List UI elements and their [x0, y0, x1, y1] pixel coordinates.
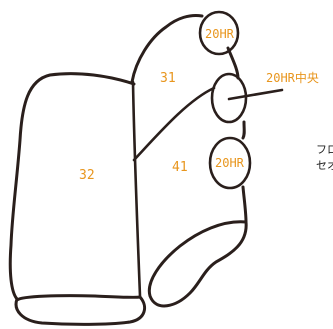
toe-outline: [147, 220, 248, 308]
zone-label-32: 32: [79, 168, 95, 183]
note-line-1: フロ: [316, 143, 333, 156]
zone-separator-31-41: [132, 86, 216, 162]
sensor-label-bottom: 20HR: [215, 156, 245, 170]
zone-32-outline: [8, 72, 142, 302]
sensor-bottom-ellipse: [208, 136, 252, 190]
note-line-2: セオ: [316, 159, 333, 172]
central-divider: [131, 80, 142, 298]
sensor-label-top: 20HR: [205, 27, 235, 41]
callout-label: 20HR中央: [266, 70, 319, 85]
sensor-center-ellipse: [210, 72, 248, 124]
zone-32-base: [14, 295, 147, 326]
zone-label-31: 31: [160, 71, 176, 86]
sensor-top-ellipse: [198, 10, 240, 56]
zone-label-41: 41: [172, 160, 188, 175]
zone-31-outline: [130, 14, 204, 84]
callout-line: [227, 88, 284, 101]
